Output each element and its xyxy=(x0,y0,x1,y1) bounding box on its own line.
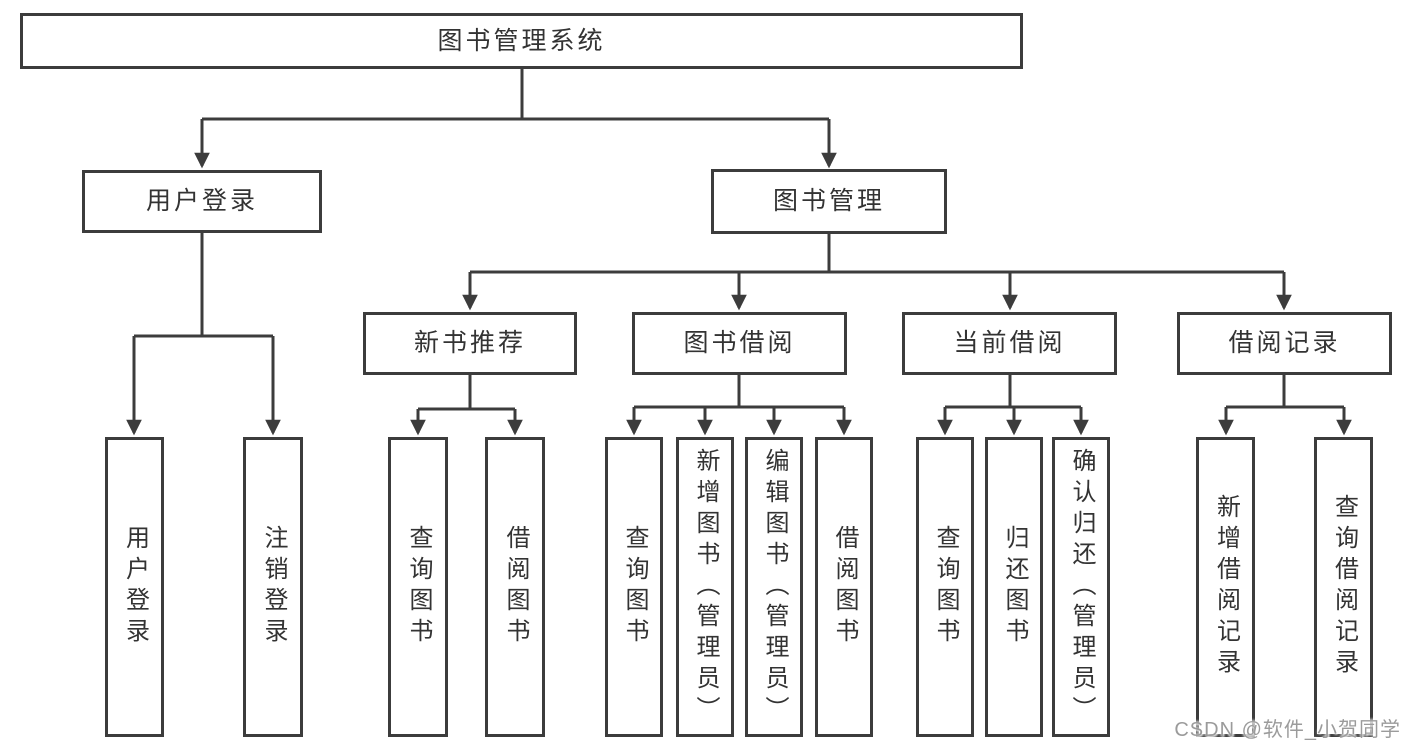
leaf-query-books-recommend: 查询图书 xyxy=(388,437,448,737)
leaf-borrow-books-borrowing: 借阅图书 xyxy=(815,437,873,737)
leaf-edit-books-admin: 编辑图书（管理员） xyxy=(745,437,803,737)
node-new-book-recommend: 新书推荐 xyxy=(363,312,577,375)
connector-records-to-leaves xyxy=(1218,374,1352,436)
node-book-borrowing: 图书借阅 xyxy=(632,312,847,375)
node-library-management-system: 图书管理系统 xyxy=(20,13,1023,69)
connector-borrowing-to-leaves xyxy=(626,374,852,436)
leaf-query-books-current: 查询图书 xyxy=(916,437,974,737)
connector-recommend-to-leaves xyxy=(410,374,523,436)
leaf-add-books-admin: 新增图书（管理员） xyxy=(676,437,734,737)
connector-login-to-leaves xyxy=(126,232,281,436)
connector-mgmt-to-level3 xyxy=(462,233,1292,311)
leaf-query-borrow-record: 查询借阅记录 xyxy=(1314,437,1373,737)
node-user-login: 用户登录 xyxy=(82,170,322,233)
leaf-add-borrow-record: 新增借阅记录 xyxy=(1196,437,1255,737)
leaf-user-login: 用户登录 xyxy=(105,437,164,737)
node-borrowing-records: 借阅记录 xyxy=(1177,312,1392,375)
node-book-management: 图书管理 xyxy=(711,169,947,234)
leaf-confirm-return-admin: 确认归还（管理员） xyxy=(1052,437,1110,737)
connector-current-to-leaves xyxy=(937,374,1089,436)
leaf-borrow-books-recommend: 借阅图书 xyxy=(485,437,545,737)
node-current-borrowing: 当前借阅 xyxy=(902,312,1117,375)
leaf-query-books-borrowing: 查询图书 xyxy=(605,437,663,737)
leaf-logout: 注销登录 xyxy=(243,437,303,737)
csdn-watermark: CSDN @软件_小贺同学 xyxy=(1174,719,1401,741)
leaf-return-books: 归还图书 xyxy=(985,437,1043,737)
connector-root-to-level2 xyxy=(194,68,837,169)
